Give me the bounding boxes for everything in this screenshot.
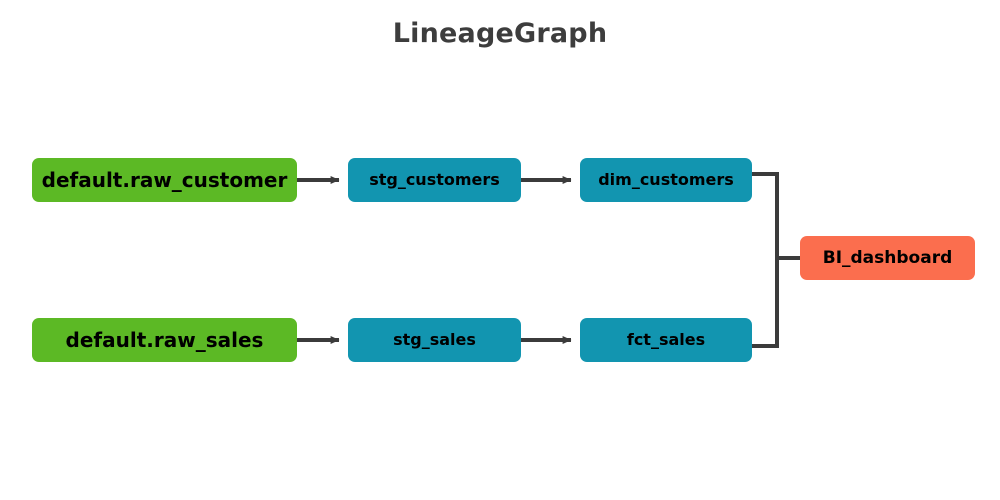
node-raw-sales[interactable]: default.raw_sales xyxy=(32,318,297,362)
node-label: default.raw_sales xyxy=(65,328,264,352)
node-label: default.raw_customer xyxy=(41,168,288,192)
node-label: BI_dashboard xyxy=(822,247,953,268)
edge-fct-sales-to-bi-dashboard xyxy=(752,258,779,348)
node-dim-customers[interactable]: dim_customers xyxy=(580,158,752,202)
node-label: fct_sales xyxy=(626,330,706,349)
page-title: LineageGraph xyxy=(392,18,608,49)
node-label: stg_customers xyxy=(369,170,500,189)
node-stg-customers[interactable]: stg_customers xyxy=(348,158,521,202)
node-fct-sales[interactable]: fct_sales xyxy=(580,318,752,362)
node-stg-sales[interactable]: stg_sales xyxy=(348,318,521,362)
node-bi-dashboard[interactable]: BI_dashboard xyxy=(800,236,975,280)
node-raw-customer[interactable]: default.raw_customer xyxy=(32,158,297,202)
node-label: dim_customers xyxy=(598,170,734,189)
edge-dim-customers-to-bi-dashboard xyxy=(752,172,779,258)
node-label: stg_sales xyxy=(393,330,476,349)
